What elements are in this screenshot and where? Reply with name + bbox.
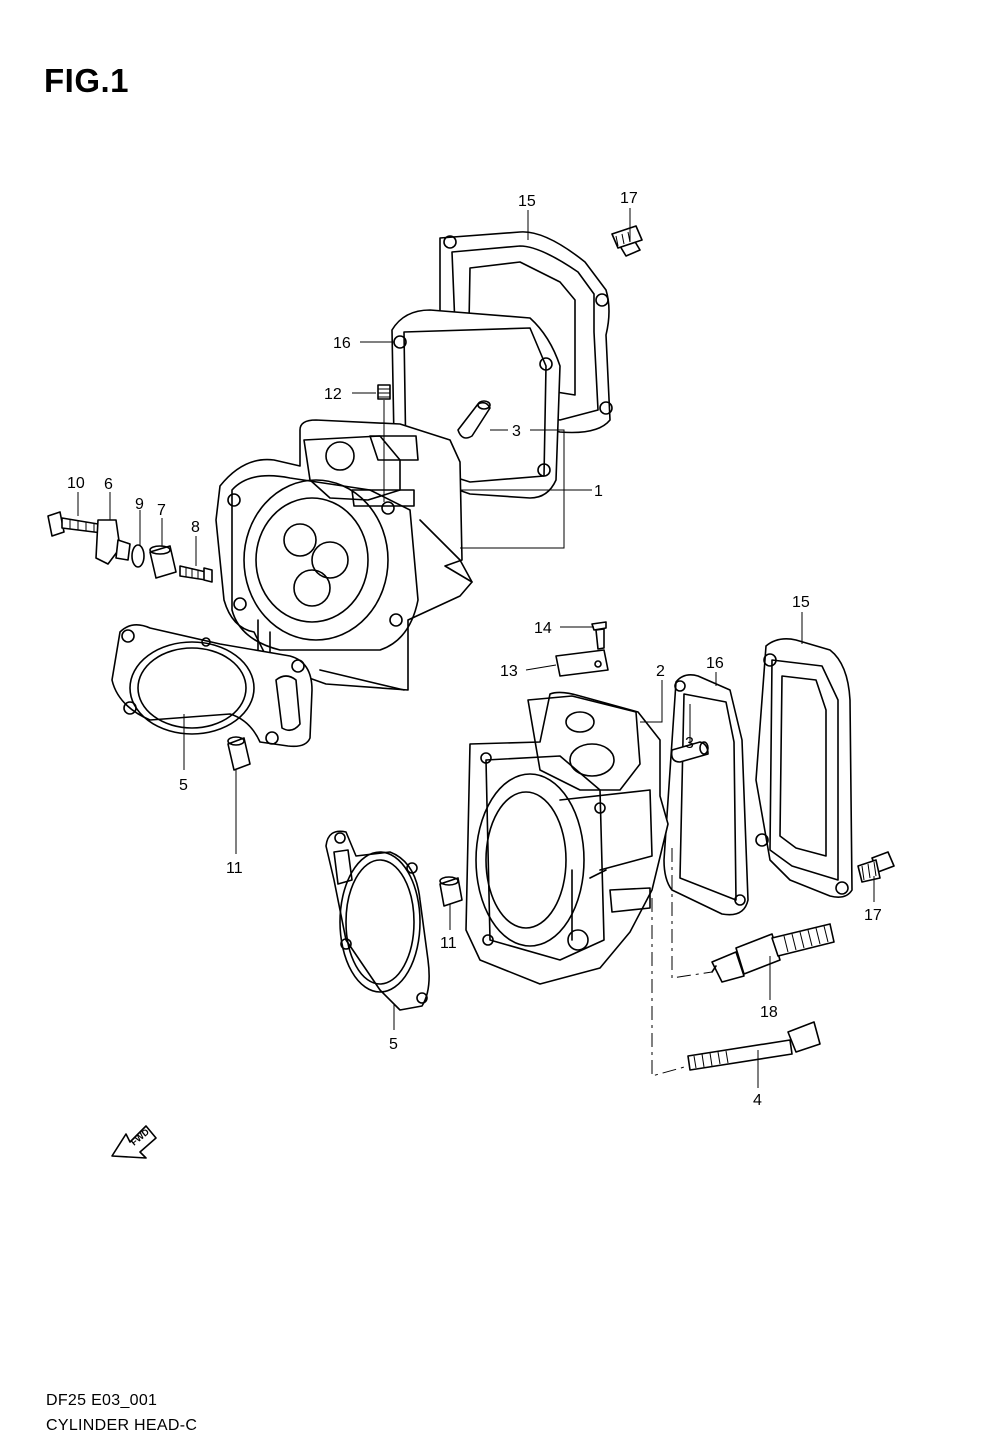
part-17-bolt-lower [857,851,895,883]
part-17-bolt-upper [611,225,643,257]
cylinder-head-upper [215,419,473,691]
part-5-head-gasket-upper [111,624,313,748]
callout-3-lower: 3 [685,735,694,752]
figure-footer: DF25 E03_001 CYLINDER HEAD-C [46,1388,197,1438]
fwd-arrow: FWD [111,1125,157,1159]
callout-17-lower: 17 [864,907,882,924]
callout-15-upper: 15 [518,193,536,210]
callout-17-upper: 17 [620,190,638,207]
part-6-sensor [95,519,131,565]
part-3-dowel-upper [457,400,491,439]
callout-10: 10 [67,475,85,492]
leader-lines [77,208,875,1088]
callout-11-lower: 11 [440,935,457,952]
part-18-spark-plug [711,923,835,983]
callout-16-lower: 16 [706,655,724,672]
callout-6: 6 [104,476,113,493]
callout-1: 1 [594,483,603,500]
callout-14: 14 [534,620,552,637]
callout-8: 8 [191,519,200,536]
part-14-screw [591,621,607,650]
callout-12: 12 [324,386,342,403]
part-11-dowel-upper [227,736,251,771]
callout-15-lower: 15 [792,594,810,611]
callout-3-upper: 3 [512,423,521,440]
callout-2: 2 [656,663,665,680]
part-3-dowel-lower [670,741,709,763]
callout-11-upper: 11 [226,860,243,877]
head-cover-gasket-lower [663,674,749,916]
part-4-bolt [687,1021,821,1071]
part-13-plate [555,649,609,677]
figure-title: FIG.1 [44,62,130,99]
part-8-screw [179,565,213,583]
part-12-pin [377,384,391,400]
part-9-o-ring [131,544,145,568]
callout-5-lower: 5 [389,1036,398,1053]
callout-13: 13 [500,663,518,680]
diagram-code: DF25 E03_001 [46,1392,158,1409]
head-cover-lower [755,638,853,898]
callout-7: 7 [157,502,166,519]
callout-4: 4 [753,1092,762,1109]
callout-5-upper: 5 [179,777,188,794]
callout-18: 18 [760,1004,778,1021]
cylinder-head-lower [465,691,669,985]
diagram-name: CYLINDER HEAD-C [46,1417,198,1434]
part-5-head-gasket-lower [325,830,430,1011]
callout-labels: 15 17 16 12 3 1 10 6 9 7 8 5 11 15 14 13… [67,190,882,1109]
part-11-dowel-lower [439,876,463,907]
callout-9: 9 [135,496,144,513]
part-7-sleeve [149,545,177,579]
callout-16-upper: 16 [333,335,351,352]
